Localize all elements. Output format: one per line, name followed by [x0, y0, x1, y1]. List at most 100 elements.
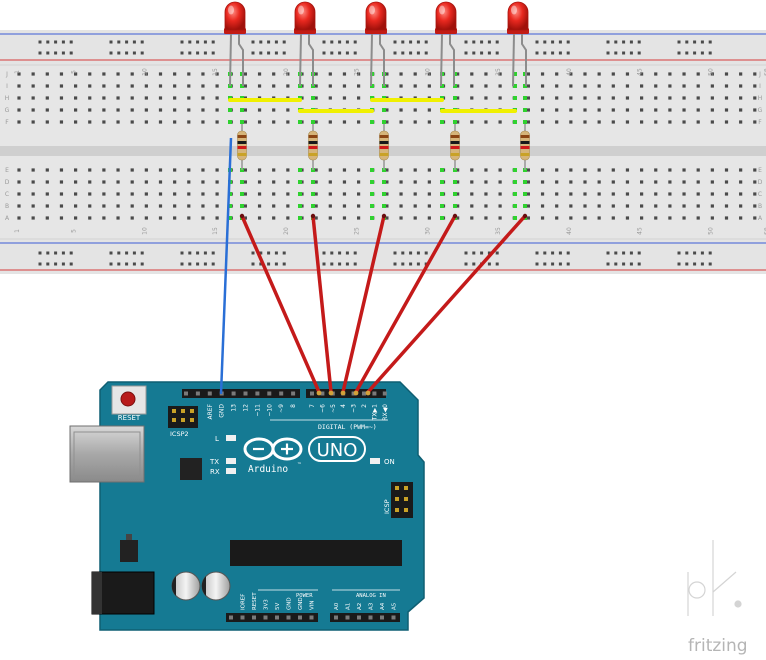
resistor[interactable] [450, 124, 460, 170]
rx-led [226, 468, 236, 474]
rail-hole [125, 251, 129, 255]
resistor[interactable] [308, 124, 318, 170]
breadboard-hole [640, 168, 644, 172]
rail-hole [345, 251, 349, 255]
rail-hole [46, 51, 50, 55]
rail-hole [416, 51, 420, 55]
row-letter: A [5, 215, 10, 222]
rail-hole [54, 251, 58, 255]
breadboard-hole [59, 84, 64, 88]
breadboard-hole [682, 72, 686, 76]
red-led[interactable] [294, 1, 316, 87]
voltage-regulator-tab [126, 534, 132, 540]
red-led[interactable] [435, 1, 457, 87]
signal-wire-pin4[interactable] [354, 215, 457, 393]
rail-hole [54, 262, 58, 266]
breadboard-hole [31, 216, 35, 220]
resistor-band [237, 146, 247, 149]
breadboard-hole [710, 192, 714, 196]
connected-hole [513, 180, 517, 184]
breadboard-hole [696, 180, 700, 184]
led-dome [435, 1, 457, 31]
breadboard-hole [272, 204, 276, 208]
breadboard-hole [88, 108, 92, 112]
breadboard-hole [215, 192, 219, 196]
signal-wire-pin5[interactable] [341, 215, 386, 393]
resistor-band [520, 153, 530, 156]
reset-button[interactable] [120, 391, 136, 407]
breadboard-hole [625, 108, 630, 112]
rail-hole [117, 51, 121, 55]
digital-pin-label: 13 [231, 404, 238, 412]
connected-hole [523, 96, 527, 100]
breadboard-hole [130, 192, 134, 196]
breadboard-hole [187, 108, 191, 112]
breadboard-hole [427, 216, 431, 220]
power-pin-label: GND [298, 597, 304, 610]
breadboard-hole [569, 72, 573, 76]
signal-wire-pin6[interactable] [311, 215, 333, 393]
breadboard-hole [272, 120, 276, 124]
connected-hole [453, 192, 457, 196]
connected-hole [523, 192, 527, 196]
rail-hole [472, 262, 476, 266]
red-led[interactable] [224, 1, 246, 87]
breadboard-hole [696, 84, 700, 88]
red-led[interactable] [365, 1, 387, 87]
breadboard-hole [201, 204, 205, 208]
breadboard-hole [654, 192, 658, 196]
top-rail-holes [38, 40, 712, 55]
uno-label: UNO [317, 440, 358, 461]
rail-hole [551, 262, 555, 266]
digital-pin-hole [231, 391, 236, 396]
breadboard-hole [158, 204, 163, 208]
breadboard-hole [753, 216, 757, 220]
rail-hole [211, 251, 215, 255]
capacitor-2 [201, 571, 231, 601]
breadboard-hole [739, 108, 743, 112]
rail-hole [180, 40, 184, 44]
rail-hole [345, 51, 349, 55]
breadboard-hole [668, 96, 672, 100]
breadboard-hole [427, 204, 431, 208]
breadboard-hole [611, 204, 615, 208]
breadboard-hole [286, 216, 290, 220]
breadboard-hole [668, 192, 672, 196]
breadboard-hole [470, 120, 474, 124]
column-number: 40 [566, 68, 573, 76]
signal-wire-pin7[interactable] [240, 215, 321, 393]
resistor[interactable] [520, 124, 530, 170]
resistor[interactable] [237, 124, 247, 170]
rail-hole [401, 262, 405, 266]
ground-wire[interactable] [219, 137, 233, 395]
breadboard-hole [102, 168, 106, 172]
breadboard-hole [59, 180, 64, 184]
rail-hole [693, 251, 697, 255]
resistor[interactable] [379, 124, 389, 170]
digital-pin-label: 12 [243, 404, 250, 412]
red-led[interactable] [507, 1, 529, 87]
breadboard-hole [739, 84, 743, 88]
rail-hole [551, 251, 555, 255]
connected-hole [298, 204, 302, 208]
usb-connector [69, 425, 145, 483]
breadboard-hole [470, 72, 474, 76]
breadboard-hole [611, 120, 615, 124]
signal-wire-pin3[interactable] [366, 214, 527, 394]
breadboard-hole [173, 84, 177, 88]
rail-hole [211, 51, 215, 55]
bottom-power-rail [0, 240, 766, 274]
breadboard-hole [724, 168, 729, 172]
breadboard-hole [739, 120, 743, 124]
analog-pin-holes [334, 615, 396, 620]
column-number: 30 [424, 227, 431, 235]
connected-hole [382, 120, 386, 124]
breadboard-hole [45, 168, 49, 172]
rail-hole [338, 40, 342, 44]
breadboard-hole [314, 72, 318, 76]
breadboard-hole [88, 180, 92, 184]
rail-hole [393, 262, 397, 266]
